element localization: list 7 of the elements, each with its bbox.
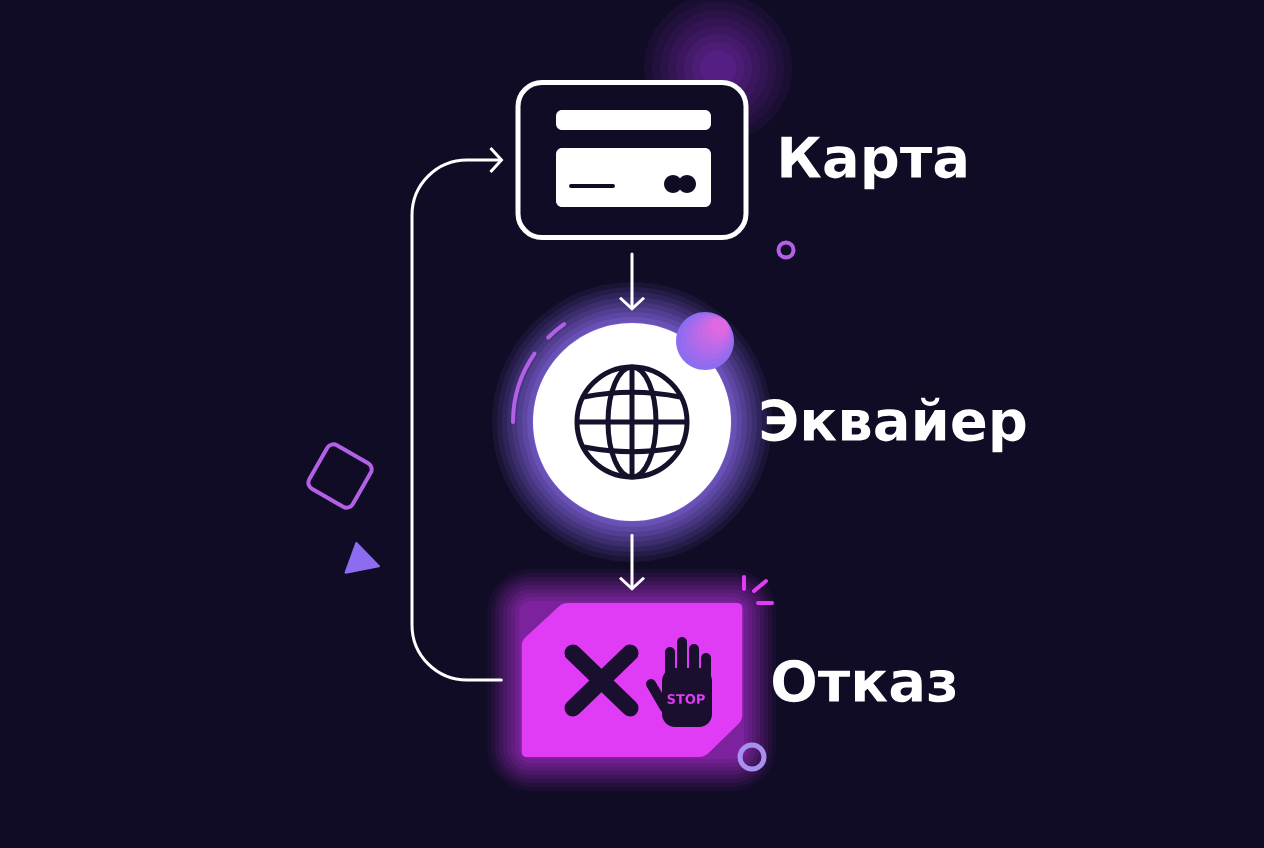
arrow	[619, 252, 646, 311]
node-label: Отказ	[773, 659, 956, 703]
node-label: Карта	[781, 136, 966, 190]
node-label: Эквайер	[761, 397, 1026, 453]
sign-label: STOP	[667, 694, 705, 704]
arrow	[410, 147, 504, 682]
arrow	[619, 533, 646, 591]
